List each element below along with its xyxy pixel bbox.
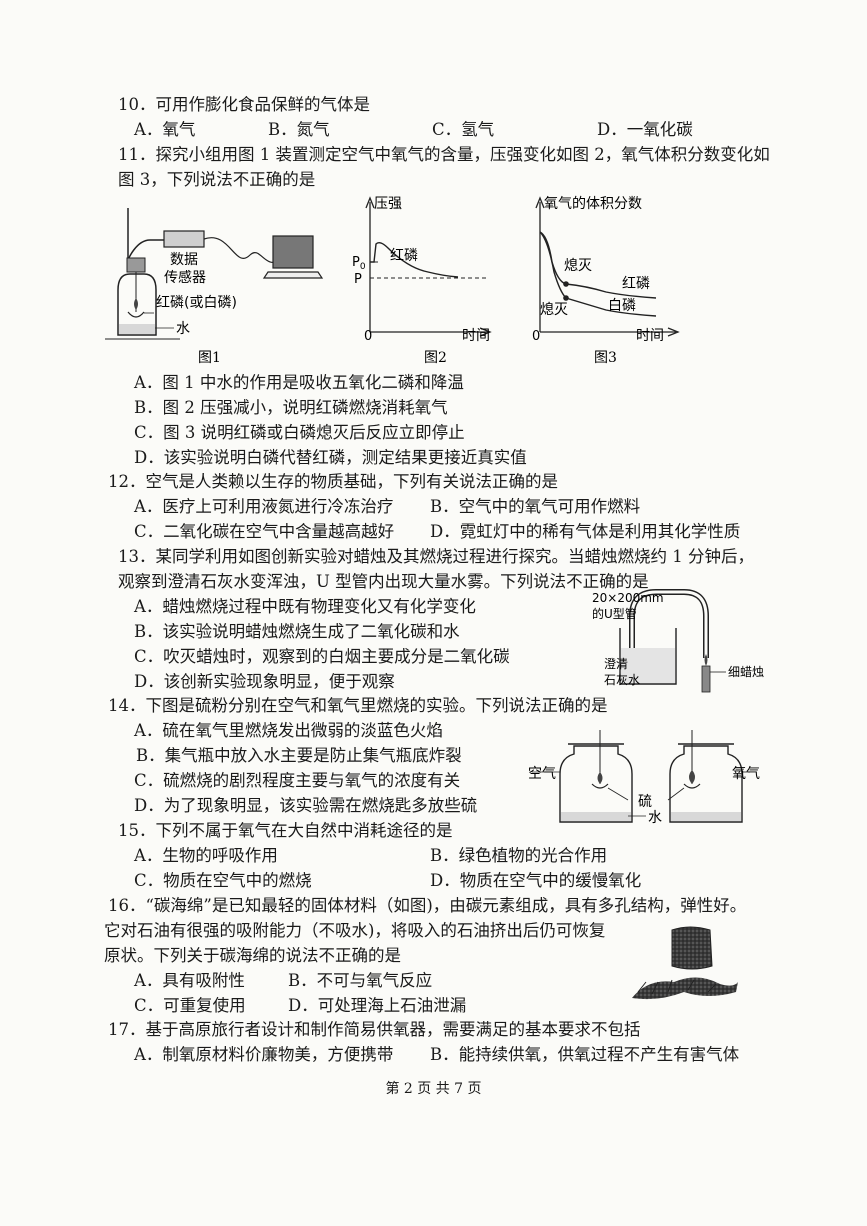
fig3-caption: 图3	[594, 350, 617, 366]
fig1-sensor-label-2: 传感器	[164, 269, 206, 286]
q14-stem: 14．下图是硫粉分别在空气和氧气里燃烧的实验。下列说法正确的是	[108, 696, 608, 715]
q14-option-c: C．硫燃烧的剧烈程度主要与氧气的浓度有关	[134, 771, 461, 790]
q10-stem: 10．可用作膨化食品保鲜的气体是	[118, 95, 370, 114]
q16-option-c: C．可重复使用	[134, 996, 246, 1015]
figure-3-oxygen-chart: 氧气的体积分数 熄灭 熄灭 红磷 白磷 0 时间 图3	[532, 196, 680, 366]
q10-option-b: B．氮气	[268, 120, 330, 139]
fig2-caption: 图2	[424, 350, 447, 366]
q12-option-c: C．二氧化碳在空气中含量越高越好	[134, 522, 395, 541]
fig1-water-label: 水	[176, 321, 190, 337]
q14-option-d: D．为了现象明显，该实验需在燃烧匙多放些硫	[134, 796, 478, 815]
q11-option-c: C．图 3 说明红磷或白磷熄灭后反应立即停止	[134, 423, 465, 442]
q16-option-b: B．不可与氧气反应	[288, 971, 433, 990]
q13-u-tube-figure: 20×200mm 的U型管 澄清 石灰水 细蜡烛	[592, 589, 764, 693]
q14-oxygen-label: 氧气	[732, 766, 760, 782]
q13-u-tube-size-label: 20×200mm	[592, 591, 664, 605]
q10-option-d: D．一氧化碳	[597, 120, 693, 139]
q14-option-a: A．硫在氧气里燃烧发出微弱的淡蓝色火焰	[134, 721, 443, 740]
q11-option-a: A．图 1 中水的作用是吸收五氧化二磷和降温	[134, 373, 464, 392]
q17-stem: 17．基于高原旅行者设计和制作简易供氧器，需要满足的基本要求不包括	[108, 1020, 641, 1039]
q13-stem-line1: 13．某同学利用如图创新实验对蜡烛及其燃烧过程进行探究。当蜡烛燃烧约 1 分钟后…	[118, 547, 754, 566]
q16-option-d: D．可处理海上石油泄漏	[288, 996, 467, 1015]
page-footer: 第 2 页 共 7 页	[385, 1081, 482, 1097]
carbon-sponge-photo	[632, 926, 738, 1000]
q14-sulfur-bottles-figure: 空气 氧气 硫 水	[528, 730, 760, 826]
q13-option-b: B．该实验说明蜡烛燃烧生成了二氧化碳和水	[134, 622, 460, 641]
q10-option-a: A．氧气	[134, 120, 196, 139]
fig3-extinguish-label-2: 熄灭	[540, 301, 568, 318]
fig3-red-phosphorus-label: 红磷	[622, 276, 650, 292]
q14-sulfur-label: 硫	[638, 794, 652, 810]
q13-limewater-label-2: 石灰水	[604, 673, 640, 687]
fig2-y-axis-label: 压强	[374, 196, 402, 212]
fig2-curve-label: 红磷	[390, 248, 418, 264]
q13-stem-line2: 观察到澄清石灰水变浑浊，U 型管内出现大量水雾。下列说法不正确的是	[118, 572, 649, 591]
q12-option-d: D．霓虹灯中的稀有气体是利用其化学性质	[430, 522, 741, 541]
fig1-sensor-label-1: 数据	[170, 252, 198, 268]
q15-option-d: D．物质在空气中的缓慢氧化	[430, 871, 642, 890]
q12-option-a: A．医疗上可利用液氮进行冷冻治疗	[134, 497, 394, 516]
q13-option-a: A．蜡烛燃烧过程中既有物理变化又有化学变化	[134, 597, 476, 616]
fig1-caption: 图1	[198, 350, 221, 366]
fig2-p-label: P	[354, 272, 362, 287]
fig3-origin-label: 0	[532, 329, 540, 344]
q12-stem: 12．空气是人类赖以生存的物质基础，下列有关说法正确的是	[108, 472, 558, 491]
fig2-p0-label: P0	[352, 255, 366, 272]
q10-option-c: C．氢气	[432, 120, 495, 139]
fig1-phosphorus-label: 红磷(或白磷)	[156, 295, 237, 311]
q11-stem-line2: 图 3，下列说法不正确的是	[118, 170, 316, 189]
q13-option-c: C．吹灭蜡烛时，观察到的白烟主要成分是二氧化碳	[134, 647, 510, 666]
q13-option-d: D．该创新实验现象明显，便于观察	[134, 672, 395, 691]
q14-option-b: B．集气瓶中放入水主要是防止集气瓶底炸裂	[136, 746, 462, 765]
q11-stem-line1: 11．探究小组用图 1 装置测定空气中氧气的含量，压强变化如图 2，氧气体积分数…	[118, 145, 770, 164]
q16-stem-line2: 它对石油有很强的吸附能力（不吸水)，将吸入的石油挤出后仍可恢复	[104, 921, 606, 940]
q16-stem-line3: 原状。下列关于碳海绵的说法不正确的是	[104, 946, 401, 965]
q14-water-label: 水	[648, 810, 662, 826]
fig3-white-phosphorus-label: 白磷	[608, 298, 636, 314]
q13-candle-label: 细蜡烛	[728, 665, 764, 679]
q16-stem-line1: 16．“碳海绵”是已知最轻的固体材料（如图)，由碳元素组成，具有多孔结构，弹性好…	[108, 896, 747, 915]
fig3-x-axis-label: 时间	[636, 328, 664, 344]
figure-2-pressure-chart: 压强 P0 P 红磷 0 时间 图2	[352, 196, 492, 366]
q12-option-b: B．空气中的氧气可用作燃料	[430, 497, 641, 516]
fig2-x-axis-label: 时间	[462, 328, 490, 344]
q15-stem: 15．下列不属于氧气在大自然中消耗途径的是	[118, 821, 453, 840]
q13-limewater-label-1: 澄清	[604, 656, 628, 671]
q15-option-b: B．绿色植物的光合作用	[430, 846, 608, 865]
figure-1-apparatus: 数据 传感器 红磷(或白磷) 水 图1	[105, 208, 324, 366]
q11-option-b: B．图 2 压强减小，说明红磷燃烧消耗氧气	[134, 398, 448, 417]
q15-option-a: A．生物的呼吸作用	[134, 846, 278, 865]
q17-option-a: A．制氧原材料价廉物美，方便携带	[134, 1045, 394, 1064]
q11-option-d: D．该实验说明白磷代替红磷，测定结果更接近真实值	[134, 448, 527, 467]
q16-option-a: A．具有吸附性	[134, 971, 245, 990]
fig3-extinguish-label-1: 熄灭	[564, 257, 592, 274]
q15-option-c: C．物质在空气中的燃烧	[134, 871, 312, 890]
fig2-origin-label: 0	[364, 329, 372, 344]
q14-air-label: 空气	[528, 766, 556, 782]
fig3-y-axis-label: 氧气的体积分数	[544, 196, 642, 212]
q13-u-tube-name-label: 的U型管	[592, 606, 637, 621]
q17-option-b: B．能持续供氧，供氧过程不产生有害气体	[430, 1045, 740, 1064]
